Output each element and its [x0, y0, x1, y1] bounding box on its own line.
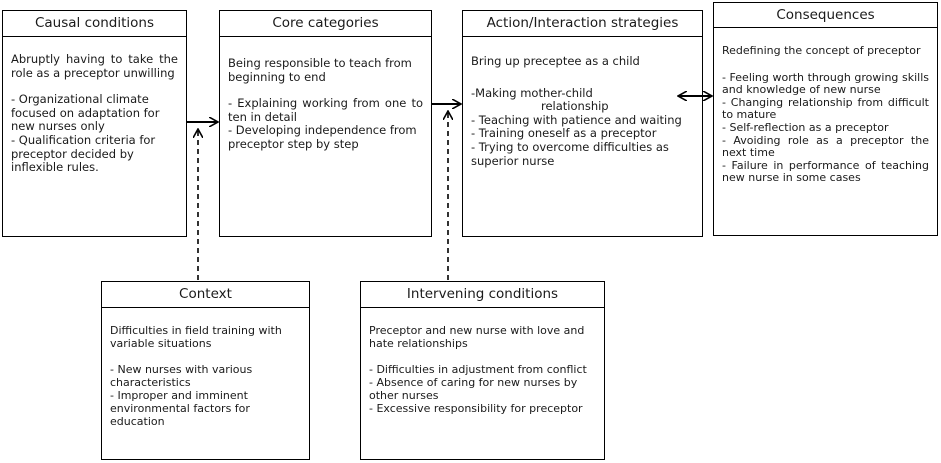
consequences-item-5: - Failure in performance of teaching new…: [722, 158, 929, 185]
consequences-item-2: - Changing relationship from difficult t…: [722, 95, 929, 122]
causal-conditions-body: Abruptly having to take the role as a pr…: [11, 52, 178, 175]
causal-conditions-box: Causal conditions Abruptly having to tak…: [2, 10, 187, 237]
action-interaction-strategies-item-1a: -Making mother-child: [471, 85, 593, 100]
consequences-item-1: - Feeling worth through growing skills a…: [722, 70, 929, 97]
core-categories-title: Core categories: [220, 11, 431, 37]
action-interaction-strategies-item-4: - Trying to overcome difficulties as sup…: [471, 139, 669, 168]
context-body: Difficulties in field training with vari…: [110, 324, 301, 428]
intervening-conditions-line1: Preceptor and new nurse with love and ha…: [369, 324, 585, 350]
context-item-2: - Improper and imminent environmental fa…: [110, 389, 250, 428]
core-categories-item-1: - Explaining working from one to ten in …: [228, 96, 423, 124]
causal-conditions-line2: role as a preceptor unwilling: [11, 65, 175, 80]
action-interaction-strategies-item-3: - Training oneself as a preceptor: [471, 126, 657, 141]
action-interaction-strategies-box: Action/Interaction strategies Bring up p…: [462, 10, 703, 237]
intervening-conditions-item-1: - Difficulties in adjustment from confli…: [369, 363, 587, 376]
context-title: Context: [102, 282, 309, 308]
action-interaction-strategies-title: Action/Interaction strategies: [463, 11, 702, 37]
intervening-conditions-item-2: - Absence of caring for new nurses by ot…: [369, 376, 578, 402]
intervening-conditions-box: Intervening conditions Preceptor and new…: [360, 281, 605, 460]
core-categories-box: Core categories Being responsible to tea…: [219, 10, 432, 237]
action-interaction-strategies-item-2: - Teaching with patience and waiting: [471, 112, 682, 127]
core-categories-line1: Being responsible to teach from: [228, 56, 412, 70]
core-categories-line2: beginning to end: [228, 69, 326, 84]
consequences-title: Consequences: [714, 3, 937, 28]
context-box: Context Difficulties in field training w…: [101, 281, 310, 460]
consequences-item-3: - Self-reflection as a preceptor: [722, 120, 889, 134]
core-categories-body: Being responsible to teach from beginnin…: [228, 56, 423, 152]
context-item-1: - New nurses with various characteristic…: [110, 363, 253, 389]
consequences-body: Redefining the concept of preceptor - Fe…: [722, 44, 929, 185]
consequences-line1: Redefining the concept of preceptor: [722, 44, 921, 57]
causal-conditions-line1: Abruptly having to take the: [11, 52, 178, 66]
causal-conditions-item-2: - Qualification criteria for preceptor d…: [11, 132, 156, 175]
intervening-conditions-item-3: - Excessive responsibility for preceptor: [369, 402, 583, 415]
causal-conditions-item-1: - Organizational climate focused on adap…: [11, 92, 160, 134]
intervening-conditions-title: Intervening conditions: [361, 282, 604, 308]
causal-conditions-title: Causal conditions: [3, 11, 186, 37]
core-categories-item-2: - Developing independence from preceptor…: [228, 123, 417, 151]
action-interaction-strategies-line1: Bring up preceptee as a child: [471, 54, 640, 68]
action-interaction-strategies-body: Bring up preceptee as a child -Making mo…: [471, 54, 694, 168]
consequences-box: Consequences Redefining the concept of p…: [713, 2, 938, 236]
intervening-conditions-body: Preceptor and new nurse with love and ha…: [369, 324, 596, 415]
context-line1: Difficulties in field training with vari…: [110, 324, 282, 350]
action-interaction-strategies-item-1b: relationship: [541, 99, 609, 114]
consequences-item-4: - Avoiding role as a preceptor the next …: [722, 133, 929, 160]
